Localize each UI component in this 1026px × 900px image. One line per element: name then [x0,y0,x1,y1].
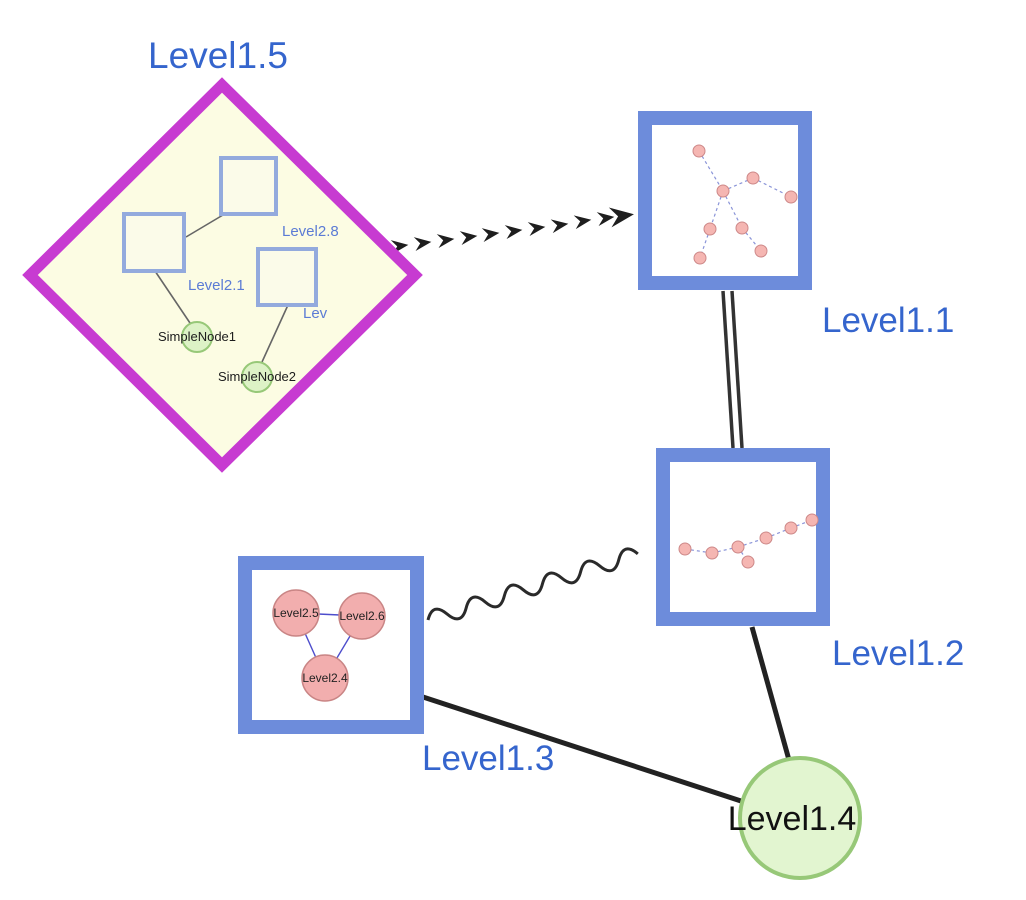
mini-node[interactable] [784,521,798,535]
mini-node[interactable] [692,144,706,158]
mini-node[interactable] [735,221,749,235]
label-simplenode1: SimpleNode1 [158,329,236,344]
label-level2-6: Level2.6 [339,609,385,623]
mini-node[interactable] [805,513,819,527]
mini-node[interactable] [784,190,798,204]
label-level1-3: Level1.3 [422,739,554,778]
inner-node-square-left[interactable] [122,212,186,273]
group-node-level11[interactable] [638,111,812,290]
label-level1-2: Level1.2 [832,634,964,673]
label-simplenode2: SimpleNode2 [218,369,296,384]
level12-box[interactable] [656,448,830,626]
group-node-level15[interactable]: Level2.8 Level2.1 Lev SimpleNode1 Simple… [22,77,423,473]
label-level2-4: Level2.4 [302,671,348,685]
mini-node[interactable] [716,184,730,198]
inner-node-simplenode1[interactable] [181,321,213,353]
mini-node[interactable] [703,222,717,236]
edge-level12-level14-solid[interactable] [749,626,792,761]
mini-node[interactable] [693,251,707,265]
level13-box[interactable] [238,556,424,734]
level11-box[interactable] [638,111,812,290]
label-level2-5: Level2.5 [273,606,319,620]
label-level2-8: Level2.8 [282,223,339,240]
group-node-level13[interactable]: Level2.5 Level2.6 Level2.4 [238,556,424,734]
edge-level13-level12-wavy[interactable] [426,546,641,627]
label-level2-1: Level2.1 [188,277,245,294]
mini-node[interactable] [705,546,719,560]
label-level1-4: Level1.4 [728,800,857,838]
label-level1-1: Level1.1 [822,301,954,340]
inner-edge-squareleft-simplenode1 [154,270,191,324]
edge-level11-level12-double-line[interactable] [721,290,744,449]
group-node-level14[interactable]: Level1.4 [728,756,862,880]
inner-node-square-top[interactable] [219,156,278,216]
inner-node-level2-5[interactable] [272,589,320,637]
label-level1-5: Level1.5 [148,35,288,76]
mini-node[interactable] [759,531,773,545]
label-level2-right-truncated: Lev [303,305,328,322]
inner-edge-squaretop-squareleft [185,211,229,238]
level11-mini-nodes[interactable] [692,144,798,265]
inner-edge-squareright-simplenode2 [261,304,289,363]
level12-mini-nodes[interactable] [678,513,819,569]
edge-level15-level11-dashed-arrow[interactable] [390,207,634,255]
mini-node[interactable] [678,542,692,556]
group-node-level12[interactable] [656,448,830,626]
mini-node[interactable] [746,171,760,185]
mini-node[interactable] [741,555,755,569]
level15-diamond-shape[interactable] [22,77,423,473]
mini-node[interactable] [754,244,768,258]
inner-node-level2-4[interactable] [301,654,349,702]
mini-node[interactable] [731,540,745,554]
inner-node-level2-6[interactable] [338,592,386,640]
inner-node-square-right[interactable] [256,247,318,307]
edge-level13-level14-solid[interactable] [422,694,742,804]
inner-node-simplenode2[interactable] [241,361,273,393]
level14-circle[interactable] [738,756,862,880]
